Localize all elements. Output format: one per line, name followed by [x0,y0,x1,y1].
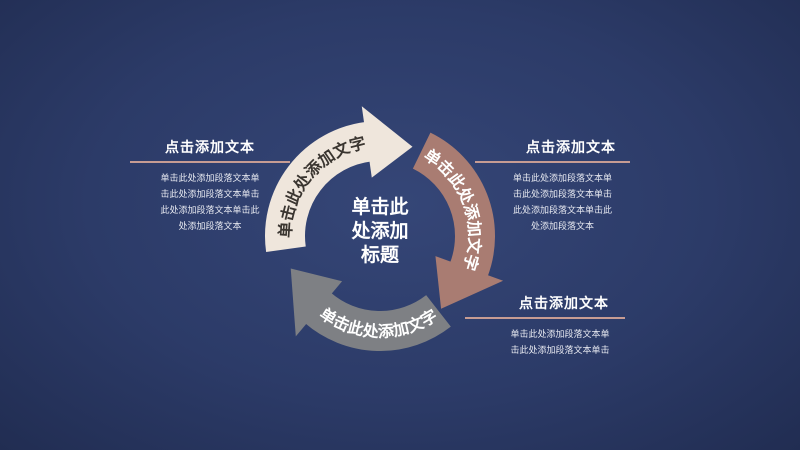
center-title[interactable]: 单击此 处添加 标题 [338,195,422,267]
paragraph-line: 击此处添加段落文本单击 [510,346,610,356]
center-title-line: 标题 [360,244,399,266]
paragraph-line: 单击此处添加段落文本单 [512,174,612,184]
block-paragraph: 单击此处添加段落文本单 击此处添加段落文本单击 此处添加段落文本单击此 处添加段… [130,171,290,235]
arrow-band [412,132,495,278]
paragraph-line: 击此处添加段落文本单击 [512,190,612,200]
text-block-left[interactable]: 点击添加文本 单击此处添加段落文本单 击此处添加段落文本单击 此处添加段落文本单… [130,137,290,235]
block-heading: 点击添加文本 [165,140,255,156]
arrow-head [361,106,413,178]
arrow-head [290,268,343,337]
arrow-band [304,292,451,351]
arrow-band [265,121,372,252]
paragraph-line: 单击此处添加段落文本单 [160,174,260,184]
text-block-right-top[interactable]: 点击添加文本 单击此处添加段落文本单 击此处添加段落文本单击 此处添加段落文本单… [475,137,630,235]
paragraph-line: 此处添加段落文本单击此 [512,206,612,216]
center-title-line: 处添加 [351,220,409,242]
block-heading: 点击添加文本 [526,140,616,156]
paragraph-line: 处添加段落文本 [178,222,242,232]
paragraph-line: 单击此处添加段落文本单 [510,330,610,340]
block-paragraph: 单击此处添加段落文本单 击此处添加段落文本单击 此处添加段落文本单击此 处添加段… [475,171,630,235]
text-block-right-bottom[interactable]: 点击添加文本 单击此处添加段落文本单 击此处添加段落文本单击 [465,293,625,359]
cycle-arrow-gray[interactable]: 单击此处添加文字 [290,268,451,351]
arrow-head [435,256,504,309]
block-paragraph: 单击此处添加段落文本单 击此处添加段落文本单击 [465,327,625,359]
divider-line [130,161,290,163]
block-heading: 点击添加文本 [519,296,609,312]
paragraph-line: 击此处添加段落文本单击 [160,190,260,200]
paragraph-line: 此处添加段落文本单击此 [160,206,260,216]
divider-line [465,317,625,319]
center-title-line: 单击此 [351,196,409,218]
paragraph-line: 处添加段落文本 [530,222,594,232]
divider-line [475,161,630,163]
